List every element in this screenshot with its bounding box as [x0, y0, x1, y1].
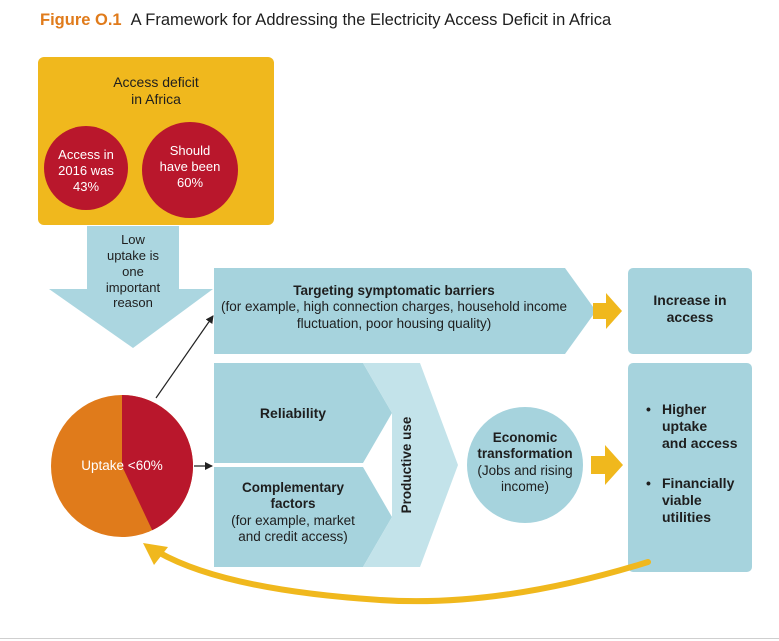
increase-access-line2: access — [666, 309, 714, 326]
should-have-been-line3: 60% — [176, 174, 204, 190]
uptake-label: Uptake <60% — [81, 458, 163, 473]
access-deficit-line2: in Africa — [131, 91, 181, 108]
access-deficit-line1: Access deficit — [113, 74, 199, 90]
increase-access-box — [628, 268, 752, 354]
low-uptake-line1: Low — [121, 232, 145, 247]
access-deficit-heading: Access deficit in Africa — [38, 74, 274, 108]
arrow-to-increase-access — [593, 293, 622, 329]
economic-transformation-circle — [467, 407, 583, 523]
outcomes-b2-line3: utilities — [662, 509, 712, 526]
should-have-been-line2: have been — [159, 158, 221, 174]
economic-title-line1: Economic — [492, 430, 558, 445]
low-uptake-down-arrow — [49, 226, 213, 348]
should-have-been-line1: Should — [169, 143, 211, 158]
access-2016-text: Access in 2016 was 43% — [44, 147, 128, 195]
complementary-line1: (for example, market — [231, 512, 355, 528]
access-2016-line2: 2016 was — [58, 162, 114, 178]
arrow-to-outcomes — [591, 445, 623, 485]
figure-number: Figure O.1 — [40, 11, 122, 29]
bottom-divider — [0, 638, 779, 639]
access-2016-line1: Access in — [58, 147, 114, 162]
arrow-pie-to-barriers — [155, 315, 214, 399]
access-2016-line3: 43% — [72, 178, 100, 194]
access-2016-circle — [44, 126, 128, 210]
productive-use-chevron — [363, 363, 458, 567]
pie-red-slice — [122, 395, 193, 531]
outcomes-b1-line3: and access — [662, 435, 738, 452]
figure-title-text: A Framework for Addressing the Electrici… — [130, 11, 612, 29]
figure-title: Figure O.1 A Framework for Addressing the… — [40, 11, 611, 30]
barriers-line1: (for example, high connection charges, h… — [221, 299, 567, 315]
complementary-text: Complementary factors (for example, mark… — [214, 480, 372, 546]
outcomes-bullet2: • Financially viable utilities — [646, 475, 746, 526]
economic-line1: (Jobs and rising — [477, 462, 573, 478]
barriers-chevron — [214, 268, 596, 354]
economic-text: Economic transformation (Jobs and rising… — [470, 430, 580, 496]
outcomes-b1-line1: Higher — [662, 401, 707, 417]
low-uptake-line5: reason — [113, 295, 153, 311]
low-uptake-line2: uptake is — [106, 247, 160, 263]
should-have-been-text: Should have been 60% — [142, 143, 238, 191]
complementary-line2: and credit access) — [238, 529, 348, 545]
feedback-arrowhead — [143, 543, 168, 565]
bullet-icon: • — [646, 401, 651, 417]
low-uptake-line4: important — [105, 279, 161, 295]
reliability-label: Reliability — [259, 405, 327, 421]
outcomes-box — [628, 363, 752, 572]
barriers-title: Targeting symptomatic barriers — [293, 283, 495, 298]
low-uptake-text: Low uptake is one important reason — [84, 232, 182, 311]
bullet-icon: • — [646, 475, 651, 491]
economic-title-line2: transformation — [477, 446, 573, 462]
feedback-curve-arrow — [155, 549, 651, 605]
complementary-title-line1: Complementary — [241, 480, 345, 495]
outcomes-b2-line1: Financially — [662, 475, 735, 491]
outcomes-b2-line2: viable — [662, 492, 702, 509]
barriers-text: Targeting symptomatic barriers (for exam… — [214, 283, 574, 332]
reliability-chevron — [214, 363, 392, 463]
should-have-been-circle — [142, 122, 238, 218]
outcomes-bullet1: • Higher uptake and access — [646, 401, 746, 452]
economic-line2: income) — [500, 479, 549, 495]
low-uptake-line3: one — [122, 263, 144, 279]
outcomes-b1-line2: uptake — [662, 418, 708, 435]
increase-access-text: Increase in access — [628, 292, 752, 326]
barriers-line2: fluctuation, poor housing quality) — [296, 315, 492, 331]
uptake-pie — [51, 395, 193, 537]
increase-access-line1: Increase in — [653, 292, 727, 308]
complementary-title-line2: factors — [270, 496, 316, 512]
complementary-chevron — [214, 467, 392, 567]
productive-use-label: Productive use — [399, 416, 414, 514]
